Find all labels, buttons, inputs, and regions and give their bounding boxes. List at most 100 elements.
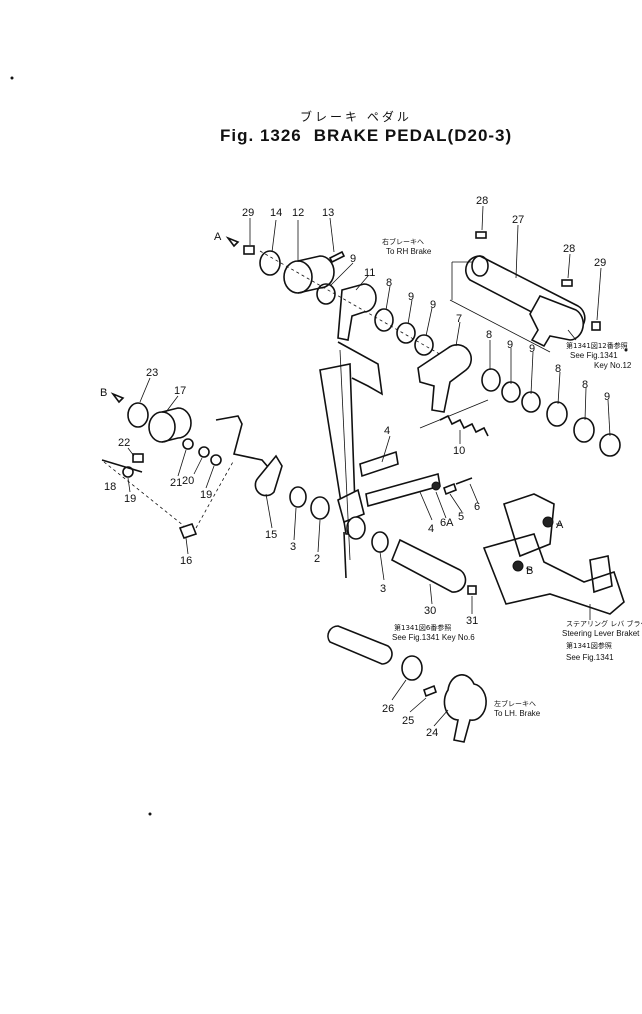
housing-11	[337, 283, 377, 341]
callout: B	[100, 387, 107, 399]
callout: B	[526, 565, 533, 577]
rod-18	[101, 459, 143, 473]
shaft-30	[390, 538, 467, 593]
nut-19a	[210, 454, 222, 466]
arm-7-assembly	[417, 321, 621, 457]
callout: 3	[290, 541, 296, 553]
callout: A	[556, 519, 564, 531]
bolt-13	[328, 250, 346, 264]
washer-21	[182, 438, 194, 450]
scan-dot	[624, 348, 628, 352]
callout: 31	[466, 615, 478, 627]
washer-20	[198, 446, 210, 458]
seal-3a	[289, 486, 307, 508]
arm-7	[417, 344, 472, 413]
note-to-lh-brake-jp: 左ブレーキへ	[494, 699, 536, 708]
key-28b	[561, 279, 573, 287]
callout: 8	[582, 379, 588, 391]
spring-10	[439, 414, 489, 437]
callout: 29	[242, 207, 254, 219]
note-see-fig-key6: See Fig.1341 Key No.6	[392, 633, 475, 642]
note-steering-jp: ステアリング レバ ブラケット	[566, 619, 642, 628]
hub-17	[148, 411, 176, 443]
seal-9b	[396, 322, 416, 344]
shaft-27-end	[471, 255, 489, 277]
clevis-16	[178, 523, 198, 539]
lever-15	[254, 454, 283, 497]
bearing-8a	[374, 308, 394, 332]
note-see-fig-key12-jp: 第1341図12番参照	[566, 341, 628, 350]
bolt-5	[443, 482, 457, 496]
callout: 14	[270, 207, 282, 219]
snap-ring-26	[401, 655, 423, 681]
callout: 2	[314, 553, 320, 565]
bracket-12	[283, 260, 313, 294]
lower-shaft	[327, 531, 487, 743]
callout: 9	[604, 391, 610, 403]
callout: 8	[386, 277, 392, 289]
callout: 27	[512, 214, 524, 226]
callout: 7	[456, 313, 462, 325]
reference-notes: 右ブレーキへ To RH Brake 第1341図12番参照 See Fig.1…	[382, 237, 642, 718]
figure-name: BRAKE PEDAL(D20-3)	[313, 126, 513, 145]
key-28a	[475, 231, 487, 239]
callout: 13	[322, 207, 334, 219]
seal-3b	[371, 531, 389, 553]
note-to-lh-brake: To LH. Brake	[494, 709, 541, 718]
callout: 18	[104, 481, 116, 493]
callout: 28	[476, 195, 488, 207]
arrow-B-icon	[110, 392, 125, 404]
bracket-24	[443, 674, 487, 743]
callout: 28	[563, 243, 575, 255]
link-rod	[215, 415, 275, 475]
callout: 26	[382, 703, 394, 715]
scan-dot	[148, 812, 152, 816]
snap-ring-23	[127, 402, 149, 428]
callout: 19	[124, 493, 136, 505]
callout: 25	[402, 715, 414, 727]
plate-4b	[365, 472, 441, 508]
callout: 9	[507, 339, 513, 351]
bolt-group	[431, 477, 479, 519]
pedal-boss	[337, 488, 365, 524]
callout: 5	[458, 511, 464, 523]
hub-17-body	[161, 407, 192, 443]
grease-fitting-29	[243, 245, 255, 255]
note-key12: Key No.12	[594, 361, 632, 370]
note-see-fig-steer: See Fig.1341	[566, 653, 614, 662]
pedal-pad	[337, 341, 384, 396]
callout: 16	[180, 555, 192, 567]
figure-number: Fig. 1326	[220, 126, 302, 145]
steering-bracket	[482, 493, 625, 620]
note-see-fig-key6-jp: 第1341図6番参照	[394, 623, 451, 632]
seal-9c	[414, 334, 434, 356]
note-steering: Steering Lever Braket	[562, 629, 640, 638]
plate-4a	[359, 450, 399, 478]
callout: 9	[408, 291, 414, 303]
callout: 19	[200, 489, 212, 501]
callout: 4	[384, 425, 390, 437]
upper-left-parts	[225, 217, 451, 361]
callout: 20	[182, 475, 194, 487]
bolt-25	[423, 684, 437, 698]
snap-ring-14	[259, 250, 281, 276]
bearing-8d	[573, 417, 595, 443]
fitting-22	[132, 453, 144, 463]
callout: 4	[428, 523, 434, 535]
note-to-rh-brake: To RH Brake	[386, 247, 432, 256]
callout: 8	[555, 363, 561, 375]
seal-9e	[521, 391, 541, 413]
plug-31	[467, 585, 477, 595]
callout: 9	[350, 253, 356, 265]
note-see-fig-steer-jp: 第1341図参照	[566, 641, 612, 650]
title-japanese: ブレーキ ペダル	[300, 110, 412, 124]
callout-labels: 29 14 12 13 A 9 11 8 9 9 7 28 27 28 29 8…	[100, 195, 610, 739]
callout: 11	[364, 267, 375, 279]
shaft-27-lever	[529, 295, 585, 348]
bearing-8b	[481, 368, 501, 392]
seal-9f	[599, 433, 621, 457]
callout: 10	[453, 445, 465, 457]
callout: 23	[146, 367, 158, 379]
